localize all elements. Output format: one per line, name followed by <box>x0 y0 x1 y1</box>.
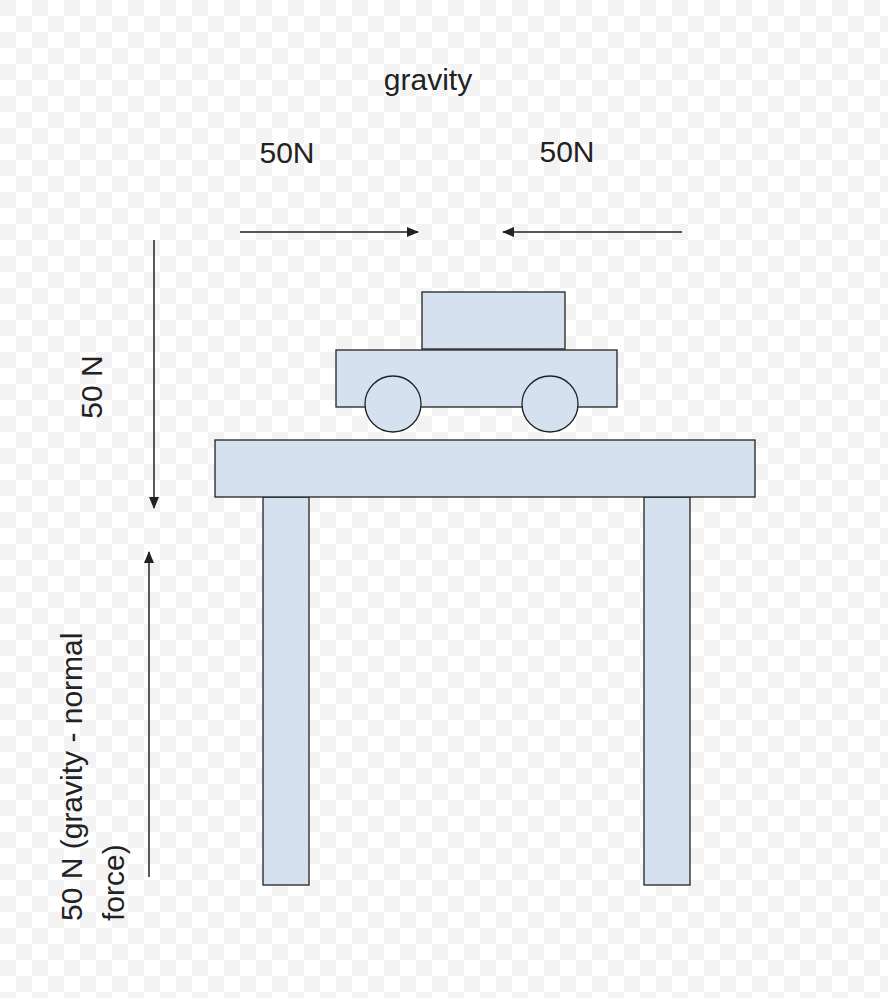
table-leg <box>644 497 690 885</box>
table-leg <box>263 497 309 885</box>
car-cabin <box>422 292 565 349</box>
force-label: 50 N <box>71 355 113 418</box>
force-label: 50 N (gravity - normal force) <box>51 601 135 921</box>
force-name: gravity <box>384 59 472 101</box>
force-arrow <box>503 231 682 233</box>
car-wheel <box>522 376 578 432</box>
table-top <box>215 440 755 497</box>
force-arrow <box>240 231 418 233</box>
force-label: 50N <box>539 131 594 173</box>
force-arrow <box>153 240 155 508</box>
car-wheel <box>365 376 421 432</box>
force-label: 50N <box>259 132 314 174</box>
force-arrow <box>148 552 150 877</box>
